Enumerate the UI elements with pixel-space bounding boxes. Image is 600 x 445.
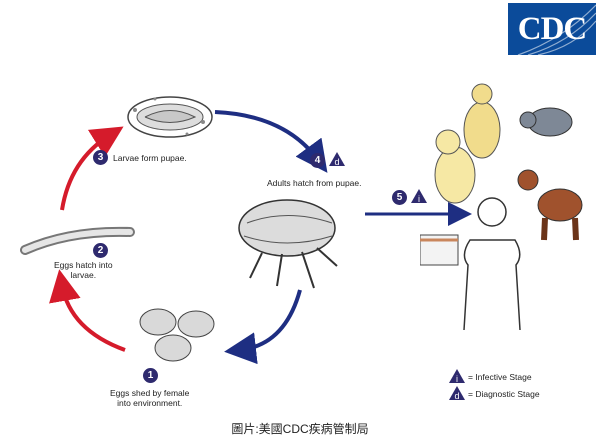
cdc-logo-text: CDC: [517, 11, 588, 47]
stage-3-number: 3: [93, 150, 108, 165]
cdc-logo: CDC: [508, 3, 596, 55]
arrow-pupae-to-adult: [214, 110, 328, 173]
legend-diagnostic-icon: d: [449, 386, 465, 401]
svg-text:i: i: [456, 374, 458, 384]
svg-text:i: i: [418, 194, 420, 204]
arrow-adult-to-eggs: [224, 289, 302, 365]
cdc-logo-stripes: [517, 4, 596, 55]
infective-stage-icon: i: [411, 189, 427, 204]
stage-1-label: Eggs shed by female into environment.: [110, 388, 190, 408]
svg-text:d: d: [334, 157, 339, 167]
legend-infective-label: = Infective Stage: [468, 372, 532, 382]
legend-infective-icon: i: [449, 369, 465, 384]
stage-4-number: 4: [310, 153, 325, 168]
eggs-illustration: [139, 308, 215, 362]
stage-2-number: 2: [93, 243, 108, 258]
stage-1-number: 1: [143, 368, 158, 383]
pupa-illustration: [127, 96, 213, 138]
stage-2-label: Eggs hatch into larvae.: [54, 260, 113, 280]
stage-5-number: 5: [392, 190, 407, 205]
larva-illustration: [20, 226, 135, 255]
image-credit: 圖片:美國CDC疾病管制局: [231, 422, 369, 436]
adult-flea-illustration: [238, 199, 338, 289]
arrow-hatch-to-pupae: [60, 126, 124, 211]
hosts-illustration: [420, 83, 583, 331]
stage-4-label: Adults hatch from pupae.: [267, 178, 362, 188]
legend-diagnostic-label: = Diagnostic Stage: [468, 389, 540, 399]
arrow-eggs-to-larvae: [49, 269, 126, 352]
diagnostic-stage-icon: d: [329, 152, 345, 167]
stage-3-label: Larvae form pupae.: [113, 153, 187, 163]
svg-text:d: d: [454, 391, 459, 401]
